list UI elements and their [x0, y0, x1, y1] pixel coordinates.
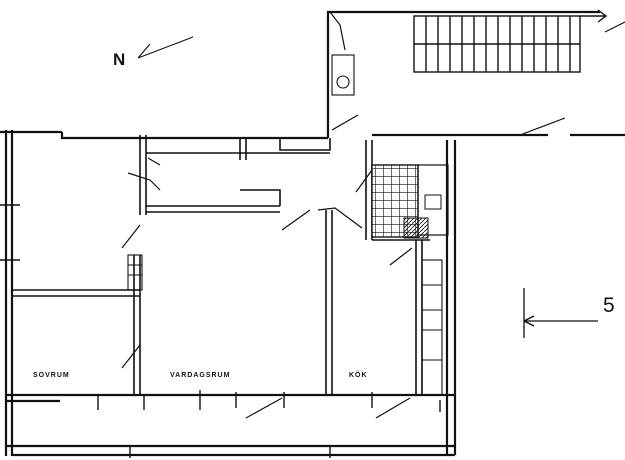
window-ticks [0, 204, 441, 458]
staircase [413, 9, 608, 73]
kitchen-counter [421, 259, 443, 396]
interior-walls [12, 135, 430, 395]
section-line [523, 288, 598, 338]
bath-fixtures [127, 54, 355, 291]
section-label: 5 [603, 294, 615, 317]
compass-arrow [137, 36, 194, 59]
room-label-sovrum: SOVRUM [33, 372, 70, 379]
room-label-vardagsrum: VARDAGSRUM [170, 372, 231, 379]
door-swings [121, 11, 625, 419]
exterior-walls [0, 10, 625, 457]
north-label: N [113, 50, 126, 69]
kitchen-tile [371, 164, 449, 239]
room-label-kok: KÖK [349, 372, 368, 379]
